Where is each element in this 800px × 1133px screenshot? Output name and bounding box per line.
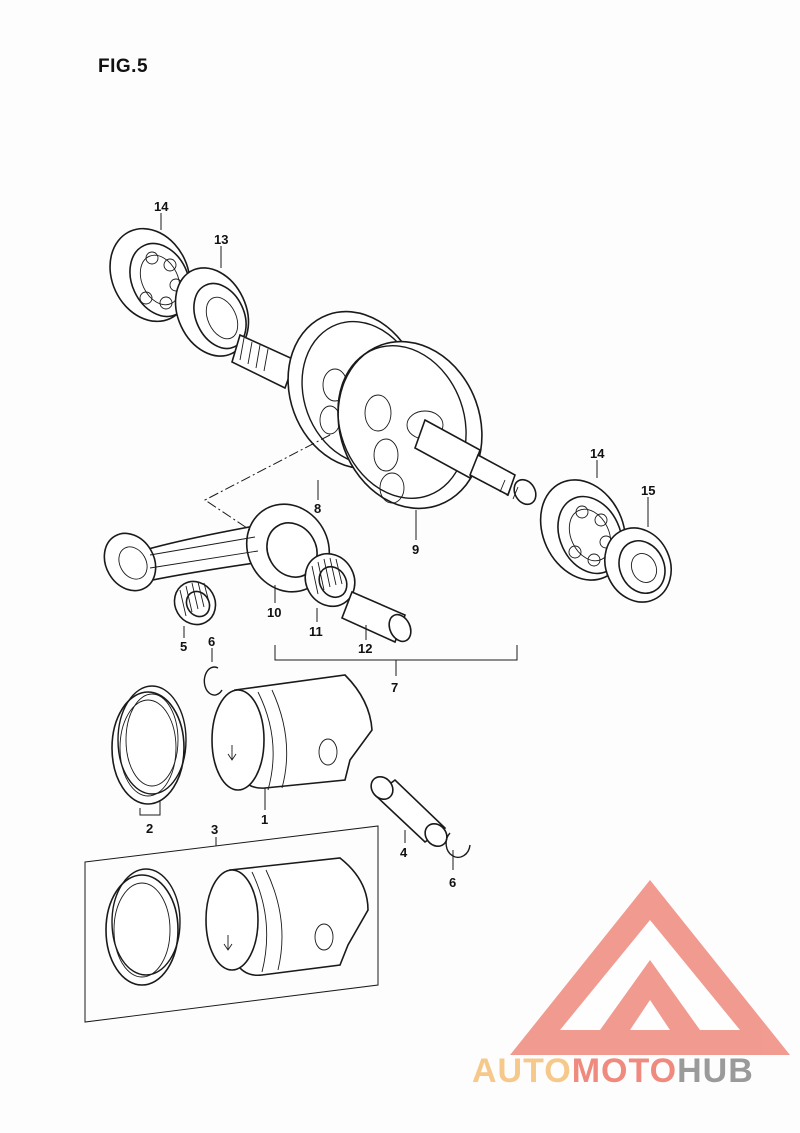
circlip-6-bottom xyxy=(445,832,471,859)
watermark-inner-mark xyxy=(600,960,700,1030)
callout-10: 10 xyxy=(267,605,281,620)
watermark-auto: AUTO xyxy=(472,1052,572,1090)
callout-4: 4 xyxy=(400,845,408,860)
callout-1: 1 xyxy=(261,812,268,827)
watermark-hub: HUB xyxy=(677,1052,754,1090)
watermark-word: AUTOMOTOHUB xyxy=(472,1052,754,1090)
callout-labels: 14 13 14 15 8 9 10 11 5 12 7 6 2 1 3 4 6 xyxy=(146,199,655,890)
oil-seal-13 xyxy=(174,267,250,357)
callout-11: 11 xyxy=(309,624,323,639)
watermark-text: AUTOMOTOHUB xyxy=(472,1052,754,1090)
watermark-logo xyxy=(510,880,790,1055)
needle-bearing-5 xyxy=(173,580,217,626)
assembly-bracket-7 xyxy=(274,645,518,676)
callout-leaders xyxy=(160,213,649,870)
crankshaft-assembly xyxy=(231,310,537,510)
callout-13: 13 xyxy=(214,232,228,247)
piston-set-3 xyxy=(84,825,379,1023)
callout-2: 2 xyxy=(146,821,153,836)
callout-3: 3 xyxy=(211,822,218,837)
bearing-14-right xyxy=(539,479,627,581)
piston-1 xyxy=(211,674,373,791)
needle-bearing-11 xyxy=(304,552,356,608)
callout-6-top: 6 xyxy=(208,634,215,649)
callout-14-left: 14 xyxy=(154,199,169,214)
callout-12: 12 xyxy=(358,641,372,656)
alignment-lines xyxy=(204,434,331,531)
callout-14-right: 14 xyxy=(590,446,605,461)
callout-8: 8 xyxy=(314,501,321,516)
callout-9: 9 xyxy=(412,542,419,557)
circlip-6-top xyxy=(203,666,223,696)
crank-pin-12 xyxy=(340,590,412,644)
oil-seal-15 xyxy=(604,527,672,603)
watermark-moto: MOTO xyxy=(572,1052,677,1090)
piston-pin-4 xyxy=(370,775,448,848)
figure-title: FIG.5 xyxy=(98,56,149,77)
callout-5: 5 xyxy=(180,639,187,654)
callout-15: 15 xyxy=(641,483,655,498)
callout-6-bottom: 6 xyxy=(449,875,456,890)
callout-7: 7 xyxy=(391,680,398,695)
bearing-14-left xyxy=(109,227,191,323)
piston-rings-2 xyxy=(111,685,187,816)
